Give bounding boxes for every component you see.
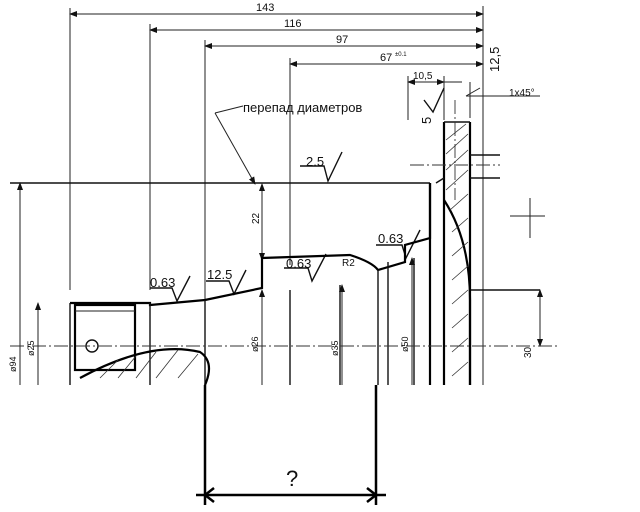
roughness-0-63-right: 0.63 [378, 231, 403, 246]
lower-blank-area [0, 385, 640, 512]
roughness-marks: 5 2.5 0.63 12.5 0.63 0.63 [150, 87, 445, 303]
centerlines [10, 100, 560, 347]
dim-67-tolerance: ±0.1 [395, 52, 407, 58]
section-hatching [99, 123, 469, 379]
part-outline [10, 121, 540, 386]
roughness-0-63-left: 0.63 [150, 275, 175, 290]
dim-97: 97 [336, 34, 348, 46]
dimension-lines [69, 6, 540, 385]
dim-12-5-top: 12,5 [487, 47, 502, 72]
diameter-26: ø26 [250, 336, 260, 352]
diameter-94: ø94 [8, 356, 18, 372]
dimension-texts: 143 116 97 67 ±0.1 10,5 12,5 1x45° 22 30… [251, 2, 535, 358]
diameter-25: ø25 [26, 340, 36, 356]
diameter-step-label: перепад диаметров [243, 100, 362, 115]
dim-10-5: 10,5 [413, 71, 433, 82]
dim-116: 116 [284, 18, 302, 30]
unknown-dimension-label: ? [286, 466, 298, 491]
dim-chamfer: 1x45° [509, 88, 535, 99]
roughness-12-5-mid: 12.5 [207, 267, 232, 282]
diameter-35: ø35 [330, 340, 340, 356]
dim-30: 30 [523, 346, 534, 358]
diameter-step-annotation: перепад диаметров [214, 100, 362, 261]
dim-67: 67 [380, 52, 392, 64]
roughness-2-5: 2.5 [306, 154, 324, 169]
dim-143: 143 [256, 2, 274, 14]
dim-radius: R2 [342, 258, 355, 269]
unknown-dimension: ? [196, 385, 386, 505]
dim-22: 22 [251, 212, 262, 224]
diameter-50: ø50 [400, 336, 410, 352]
diameter-dimensions: ø94 ø25 ø26 ø35 ø50 [8, 182, 543, 385]
roughness-5: 5 [419, 117, 434, 124]
roughness-0-63-mid: 0.63 [286, 256, 311, 271]
